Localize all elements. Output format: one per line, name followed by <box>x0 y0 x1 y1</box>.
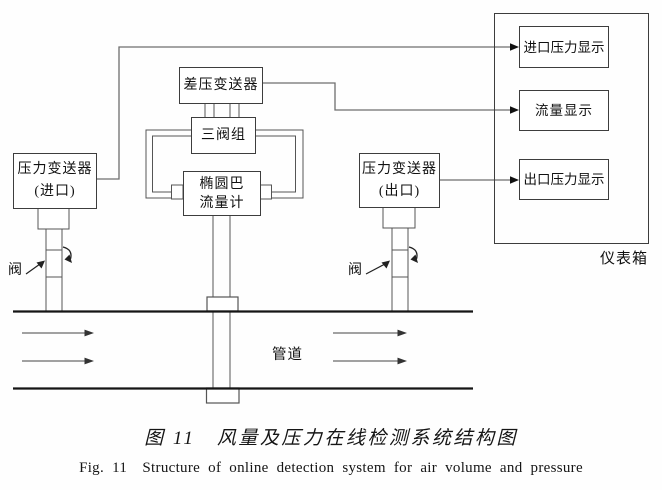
figure-caption-en: Fig. 11 Structure of online detection sy… <box>79 460 583 476</box>
wire-inlet-to-display <box>96 46 511 180</box>
outlet-pressure-display-label: 出口压力显示 <box>523 172 605 187</box>
outlet-pressure-transmitter-box: 压力变送器 (出口) <box>359 153 440 208</box>
inlet-pressure-transmitter-box: 压力变送器 (进口) <box>13 153 97 209</box>
instrument-cabinet-box <box>494 13 649 244</box>
instrument-cabinet-label: 仪表箱 <box>600 251 649 267</box>
flowmeter-left-tap <box>171 184 184 200</box>
arrowhead-outlet-display <box>510 176 519 184</box>
outlet-pressure-display-box: 出口压力显示 <box>519 159 609 200</box>
duct-label: 管道 <box>272 347 303 363</box>
dp-transmitter-box: 差压变送器 <box>179 67 263 104</box>
duct-walls <box>13 310 473 390</box>
stem-bottom-flange <box>205 387 240 404</box>
three-valve-manifold-box: 三阀组 <box>191 117 256 154</box>
flowmeter-stem <box>212 216 231 388</box>
flow-display-box: 流量显示 <box>519 90 609 131</box>
loop-left-outer <box>145 129 191 199</box>
signal-wires <box>96 46 511 181</box>
outlet-transmitter-label-line2: (出口) <box>378 183 421 199</box>
inlet-transmitter-label-line1: 压力变送器 <box>17 162 93 177</box>
valve-rotate-head-left <box>64 254 72 263</box>
valve-rotate-icon-right <box>408 246 418 260</box>
outlet-tapping <box>382 206 416 311</box>
valve-pointer-head-left <box>36 260 45 269</box>
inlet-pressure-display-box: 进口压力显示 <box>519 26 609 68</box>
valve-label-left: 阀 <box>8 263 23 278</box>
loop-right-outer <box>255 129 304 199</box>
dp-transmitter-label: 差压变送器 <box>183 78 259 93</box>
valve-pointer-head-right <box>381 260 390 269</box>
valve-label-right: 阀 <box>348 263 363 278</box>
airflow-arrows <box>22 332 398 362</box>
valve-label-arrows <box>25 263 386 275</box>
wire-arrowheads <box>510 43 519 184</box>
flow-display-label: 流量显示 <box>535 103 593 118</box>
flowmeter-box: 椭圆巴 流量计 <box>183 171 261 216</box>
outlet-valve-body <box>391 249 409 278</box>
inlet-pressure-display-label: 进口压力显示 <box>523 39 605 55</box>
valve-rotate-head-right <box>410 254 418 263</box>
loop-right-inner <box>255 135 296 193</box>
stem-top-flange <box>206 296 239 312</box>
flowmeter-right-tap <box>259 184 272 200</box>
figure-caption-zh: 图 11 风量及压力在线检测系统结构图 <box>144 428 518 449</box>
bypass-loop <box>145 129 304 199</box>
valve-handle-icons <box>62 246 418 260</box>
wire-dp-to-flow-display <box>262 82 511 111</box>
arrowhead-inlet-display <box>510 43 519 51</box>
dp-manifold-pipes <box>204 104 240 118</box>
outlet-neck <box>382 206 416 229</box>
valve-rotate-icon-left <box>62 246 72 260</box>
flowmeter-label-line1: 椭圆巴 <box>199 176 245 192</box>
inlet-valve-body <box>45 249 63 278</box>
outlet-transmitter-label-line1: 压力变送器 <box>362 161 437 177</box>
loop-left-inner <box>152 135 191 193</box>
arrowhead-flow-display <box>510 106 519 114</box>
inlet-neck <box>37 207 70 230</box>
three-valve-manifold-label: 三阀组 <box>201 128 246 143</box>
flowmeter-label-line2: 流量计 <box>199 195 245 211</box>
inlet-transmitter-label-line2: (进口) <box>34 184 76 199</box>
inlet-tapping <box>37 207 70 311</box>
airflow-arrowheads <box>84 329 407 365</box>
